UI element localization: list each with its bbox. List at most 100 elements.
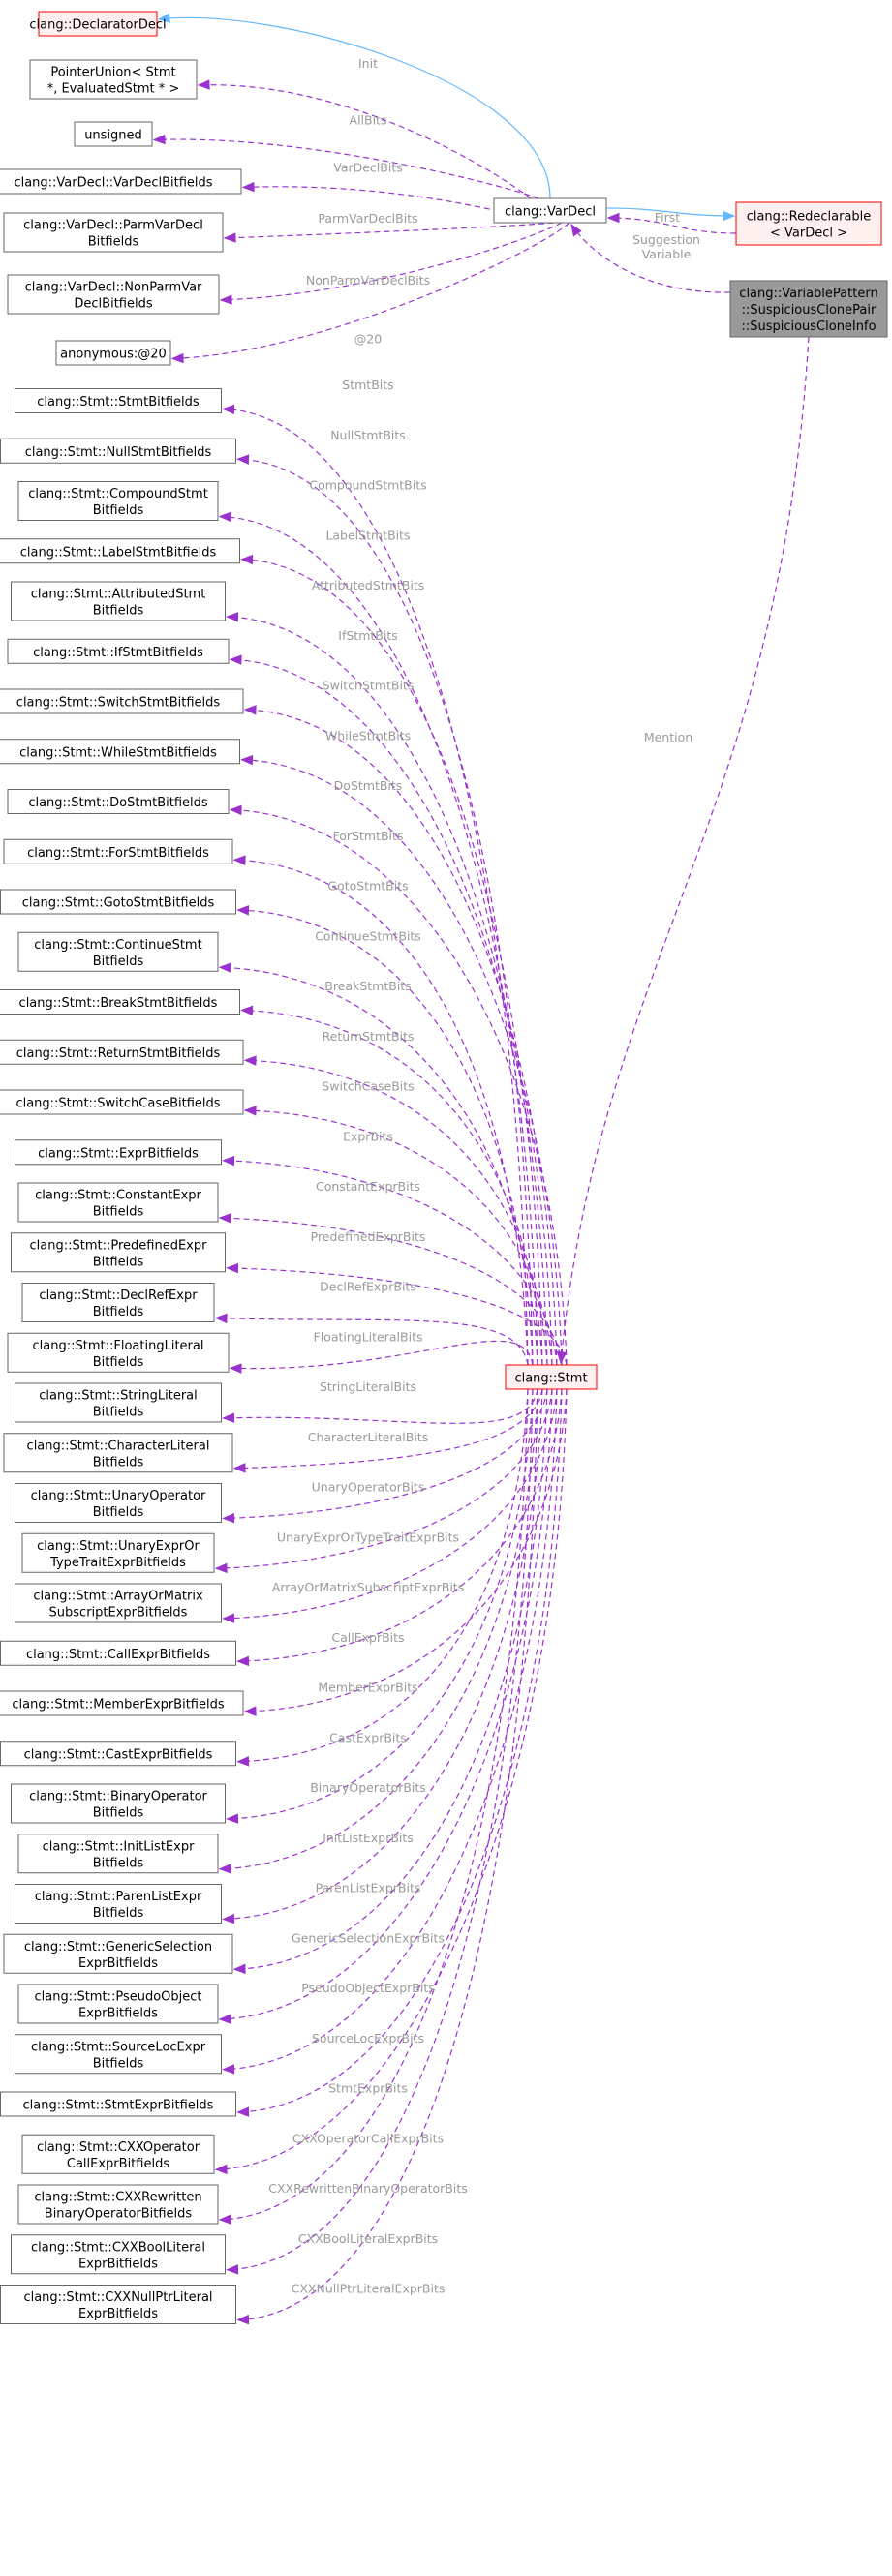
node-stmt[interactable]: clang::Stmt — [505, 1364, 598, 1390]
node-stmt-member-cxxrewrittenbinaryoperatorbits[interactable]: clang::Stmt::CXXRewrittenBinaryOperatorB… — [17, 2184, 219, 2225]
node-label: SubscriptExprBitfields — [49, 1606, 188, 1621]
node-stmt-member-stmtbits[interactable]: clang::Stmt::StmtBitfields — [15, 388, 222, 413]
edge-stmt-dostmtbits — [229, 804, 568, 1366]
node-vardecl[interactable]: clang::VarDecl — [493, 197, 607, 224]
node-stmt-member-exprbits[interactable]: clang::Stmt::ExprBitfields — [15, 1139, 222, 1166]
edge-arrowhead — [570, 223, 582, 237]
edge-line — [570, 224, 731, 293]
edge-arrowhead — [222, 404, 235, 415]
node-stmt-member-ifstmtbits[interactable]: clang::Stmt::IfStmtBitfields — [7, 638, 230, 664]
node-stmt-member-genericselectionexprbits[interactable]: clang::Stmt::GenericSelectionExprBitfiel… — [3, 1933, 233, 1974]
node-stmt-member-arrayormatrixsubscriptexprbits[interactable]: clang::Stmt::ArrayOrMatrixSubscriptExprB… — [15, 1583, 222, 1623]
node-box — [11, 1783, 226, 1824]
edge-line — [607, 217, 737, 234]
node-label: clang::Stmt::UnaryOperator — [31, 1489, 206, 1503]
edge-stmt-exprbits — [222, 1155, 558, 1366]
node-stmt-member-forstmtbits[interactable]: clang::Stmt::ForStmtBitfields — [3, 838, 233, 864]
node-stmt-member-dostmtbits[interactable]: clang::Stmt::DoStmtBitfields — [7, 789, 230, 814]
node-box — [15, 1382, 222, 1423]
edge-stmt-stmtbits — [222, 404, 529, 1366]
edge-line — [237, 458, 534, 1366]
edge-arrowhead — [229, 1363, 242, 1374]
edge-label-stmt-continuestmtbits: ContinueStmtBits — [315, 928, 421, 943]
node-box — [15, 388, 222, 413]
node-label: clang::Stmt::MemberExprBitfields — [12, 1698, 225, 1712]
edge-line — [223, 1388, 558, 1620]
edge-arrowhead — [218, 962, 231, 973]
node-suspicious[interactable]: clang::VariablePattern::SuspiciousCloneP… — [729, 280, 888, 338]
node-label: clang::Stmt::SourceLocExpr — [31, 2040, 206, 2054]
edge-stmt-sourcelocexprbits — [222, 1388, 558, 2075]
node-label: clang::Stmt::WhileStmtBitfields — [19, 745, 217, 760]
node-label: clang::Stmt::FloatingLiteral — [33, 1339, 204, 1353]
node-box — [0, 2091, 236, 2117]
edge-line — [223, 1388, 538, 1424]
node-box — [55, 340, 171, 366]
edge-vardecl-allbits — [152, 134, 539, 199]
edge-arrowhead — [222, 1412, 235, 1423]
edge-line — [219, 1388, 529, 2221]
node-stmt-member-stmtexprbits[interactable]: clang::Stmt::StmtExprBitfields — [0, 2091, 236, 2117]
edge-stmt-castexprbits — [236, 1388, 529, 1767]
node-box — [729, 280, 888, 338]
node-stmt-member-callexprbits[interactable]: clang::Stmt::CallExprBitfields — [0, 1640, 236, 1666]
edge-line — [233, 1388, 543, 1470]
node-vardecl-member-allbits[interactable]: unsigned — [74, 121, 153, 147]
edge-arrowhead — [222, 1913, 235, 1924]
node-vardecl-member-20[interactable]: anonymous:@20 — [55, 340, 171, 366]
node-stmt-member-castexprbits[interactable]: clang::Stmt::CastExprBitfields — [0, 1741, 236, 1767]
node-stmt-member-nullstmtbits[interactable]: clang::Stmt::NullStmtBitfields — [0, 438, 236, 464]
node-box — [0, 1640, 236, 1666]
node-vardecl-member-init[interactable]: PointerUnion< Stmt*, EvaluatedStmt * > — [29, 59, 198, 100]
node-label: < VarDecl > — [770, 227, 847, 241]
edge-line — [230, 658, 553, 1366]
node-stmt-member-memberexprbits[interactable]: clang::Stmt::MemberExprBitfields — [0, 1690, 244, 1716]
node-stmt-member-switchstmtbits[interactable]: clang::Stmt::SwitchStmtBitfields — [0, 688, 244, 714]
node-label: Bitfields — [93, 503, 144, 518]
node-stmt-member-returnstmtbits[interactable]: clang::Stmt::ReturnStmtBitfields — [0, 1039, 244, 1065]
edge-arrowhead — [222, 2064, 235, 2075]
node-label: ::SuspiciousCloneInfo — [741, 319, 876, 334]
edge-label-stmt-gotostmtbits: GotoStmtBits — [327, 879, 408, 894]
edge-label-vardecl-parmvardeclbits: ParmVarDeclBits — [318, 211, 417, 226]
node-stmt-member-cxxoperatorcallexprbits[interactable]: clang::Stmt::CXXOperatorCallExprBitfield… — [21, 2134, 215, 2174]
edge-line — [224, 222, 555, 239]
node-stmt-member-whilestmtbits[interactable]: clang::Stmt::WhileStmtBitfields — [0, 739, 240, 765]
edge-stmt-switchcasebits — [243, 1106, 553, 1366]
node-label: unsigned — [84, 129, 142, 143]
node-vardecl-member-vardeclbits[interactable]: clang::VarDecl::VarDeclBitfields — [0, 168, 242, 195]
edge-arrowhead — [218, 511, 231, 523]
node-stmt-member-switchcasebits[interactable]: clang::Stmt::SwitchCaseBitfields — [0, 1089, 244, 1115]
node-stmt-member-binaryoperatorbits[interactable]: clang::Stmt::BinaryOperatorBitfields — [11, 1783, 226, 1824]
node-stmt-member-unaryexprortypetraitexprbits[interactable]: clang::Stmt::UnaryExprOrTypeTraitExprBit… — [21, 1532, 215, 1573]
edge-line — [171, 222, 570, 360]
node-redecl[interactable]: clang::Redeclarable< VarDecl > — [735, 201, 882, 246]
node-stmt-member-breakstmtbits[interactable]: clang::Stmt::BreakStmtBitfields — [0, 989, 240, 1015]
edge-label-stmt-sourcelocexprbits: SourceLocExprBits — [312, 2031, 424, 2046]
node-declarator[interactable]: clang::DeclaratorDecl — [29, 11, 167, 37]
edge-line — [244, 1109, 553, 1366]
node-stmt-member-labelstmtbits[interactable]: clang::Stmt::LabelStmtBitfields — [0, 538, 240, 564]
edge-line — [215, 1388, 568, 2170]
edge-stmt-stmtexprbits — [236, 1388, 563, 2117]
node-stmt-member-cxxnullptrliteralexprbits[interactable]: clang::Stmt::CXXNullPtrLiteralExprBitfie… — [0, 2285, 236, 2324]
node-stmt-member-gotostmtbits[interactable]: clang::Stmt::GotoStmtBitfields — [0, 889, 236, 915]
node-label: clang::Stmt::BreakStmtBitfields — [19, 996, 218, 1011]
